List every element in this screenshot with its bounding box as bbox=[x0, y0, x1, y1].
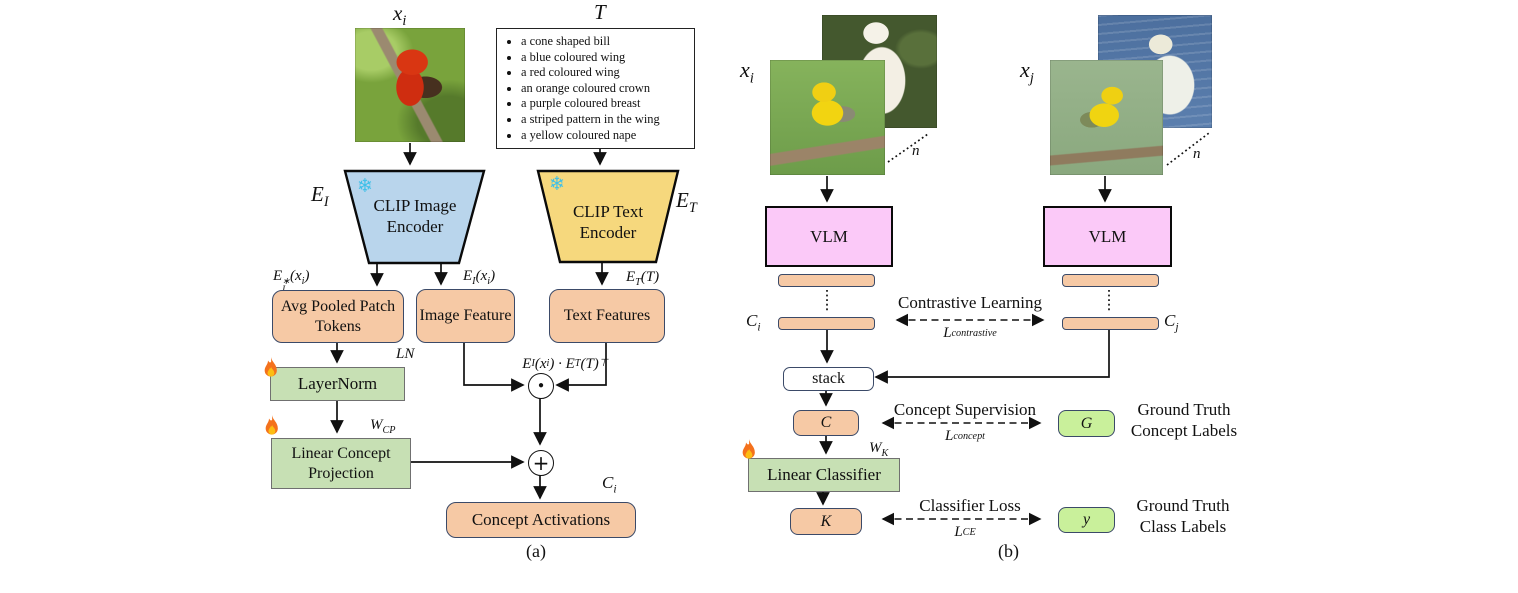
image-feature-box: Image Feature bbox=[416, 289, 515, 343]
text-features-symbol: ET(T) bbox=[626, 269, 660, 288]
vlm-box-left: VLM bbox=[765, 206, 893, 267]
concept-item: a purple coloured breast bbox=[521, 96, 688, 112]
ground-truth-concept-caption: Ground Truth Concept Labels bbox=[1130, 400, 1238, 440]
feature-bar bbox=[778, 274, 875, 287]
image-encoder-label: CLIP Image Encoder bbox=[373, 196, 457, 236]
sum-icon: + bbox=[528, 450, 554, 476]
linear-classifier-box: Linear Classifier bbox=[748, 458, 900, 492]
xj-label: xj bbox=[1020, 57, 1034, 87]
prediction-node: K bbox=[790, 508, 862, 535]
snowflake-icon: ❄ bbox=[549, 173, 565, 195]
feature-bar-ci bbox=[778, 317, 875, 330]
concept-list: a cone shaped bill a blue coloured wing … bbox=[497, 34, 694, 143]
projection-symbol: WCP bbox=[370, 417, 396, 436]
panel-b-caption: (b) bbox=[998, 541, 1019, 561]
clip-image-encoder: CLIP Image Encoder ❄ bbox=[343, 169, 486, 265]
flame-icon bbox=[261, 356, 281, 380]
image-feature-symbol: EI(xi) bbox=[463, 268, 496, 287]
classifier-symbol: WK bbox=[869, 440, 889, 459]
classifier-loss-title: Classifier Loss bbox=[919, 496, 1021, 515]
stack-box: stack bbox=[783, 367, 874, 391]
linear-concept-projection-box: Linear Concept Projection bbox=[271, 438, 411, 489]
contrastive-learning-title: Contrastive Learning bbox=[898, 293, 1042, 312]
xi-label: xi bbox=[740, 57, 754, 87]
cj-label: Cj bbox=[1164, 311, 1179, 334]
concept-item: a red coloured wing bbox=[521, 65, 688, 81]
line-cj-to-stack bbox=[874, 328, 1110, 384]
layernorm-symbol: LN bbox=[396, 346, 415, 362]
input-image-label: xi bbox=[393, 1, 407, 30]
dot-product-icon: ● bbox=[528, 373, 554, 399]
text-encoder-label: CLIP Text Encoder bbox=[572, 202, 644, 242]
concept-item: an orange coloured crown bbox=[521, 81, 688, 97]
concept-item: a blue coloured wing bbox=[521, 50, 688, 66]
feature-bar bbox=[1062, 274, 1159, 287]
layernorm-box: LayerNorm bbox=[270, 367, 405, 401]
concept-text-box: a cone shaped bill a blue coloured wing … bbox=[496, 28, 695, 149]
concept-item: a yellow coloured nape bbox=[521, 128, 688, 144]
yellow-bird-image-front bbox=[770, 60, 885, 175]
text-encoder-shape bbox=[536, 169, 680, 264]
concept-activations-box: Concept Activations bbox=[446, 502, 636, 538]
line-text-features-to-dot-product bbox=[555, 342, 607, 392]
plus-operator-glyph: + bbox=[532, 451, 550, 475]
flame-icon bbox=[262, 414, 282, 438]
ground-truth-class-node: y bbox=[1058, 507, 1115, 533]
snowflake-icon: ❄ bbox=[357, 175, 373, 197]
ground-truth-class-caption: Ground Truth Class Labels bbox=[1136, 496, 1230, 536]
dot-operator-glyph: ● bbox=[537, 380, 545, 391]
ground-truth-concepts-node: G bbox=[1058, 410, 1115, 437]
clip-text-encoder: CLIP Text Encoder ❄ bbox=[536, 169, 680, 264]
text-encoder-symbol: ET bbox=[676, 188, 697, 217]
panel-a-caption: (a) bbox=[526, 541, 546, 561]
concept-supervision-title: Concept Supervision bbox=[893, 400, 1037, 419]
concept-item: a cone shaped bill bbox=[521, 34, 688, 50]
concept-activations-symbol: Ci bbox=[602, 473, 617, 496]
yellow-bird-image-front bbox=[1050, 60, 1163, 175]
n-count-label-right: n bbox=[1193, 146, 1201, 162]
input-bird-image bbox=[355, 28, 465, 142]
avg-pooled-patch-tokens-box: Avg Pooled Patch Tokens bbox=[272, 290, 404, 343]
concept-node: C bbox=[793, 410, 859, 436]
image-encoder-symbol: EI bbox=[311, 182, 329, 211]
concept-text-label: T bbox=[594, 0, 606, 24]
concept-item: a striped pattern in the wing bbox=[521, 112, 688, 128]
line-image-feature-to-dot-product bbox=[463, 342, 525, 392]
ci-label: Ci bbox=[746, 311, 761, 334]
dotted-line-n-left bbox=[887, 133, 929, 163]
flame-icon bbox=[739, 438, 759, 462]
image-encoder-shape bbox=[343, 169, 486, 265]
dotted-line-n-right bbox=[1166, 132, 1210, 166]
vlm-box-right: VLM bbox=[1043, 206, 1172, 267]
n-count-label-left: n bbox=[912, 143, 920, 159]
text-features-box: Text Features bbox=[549, 289, 665, 343]
feature-bar-cj bbox=[1062, 317, 1159, 330]
